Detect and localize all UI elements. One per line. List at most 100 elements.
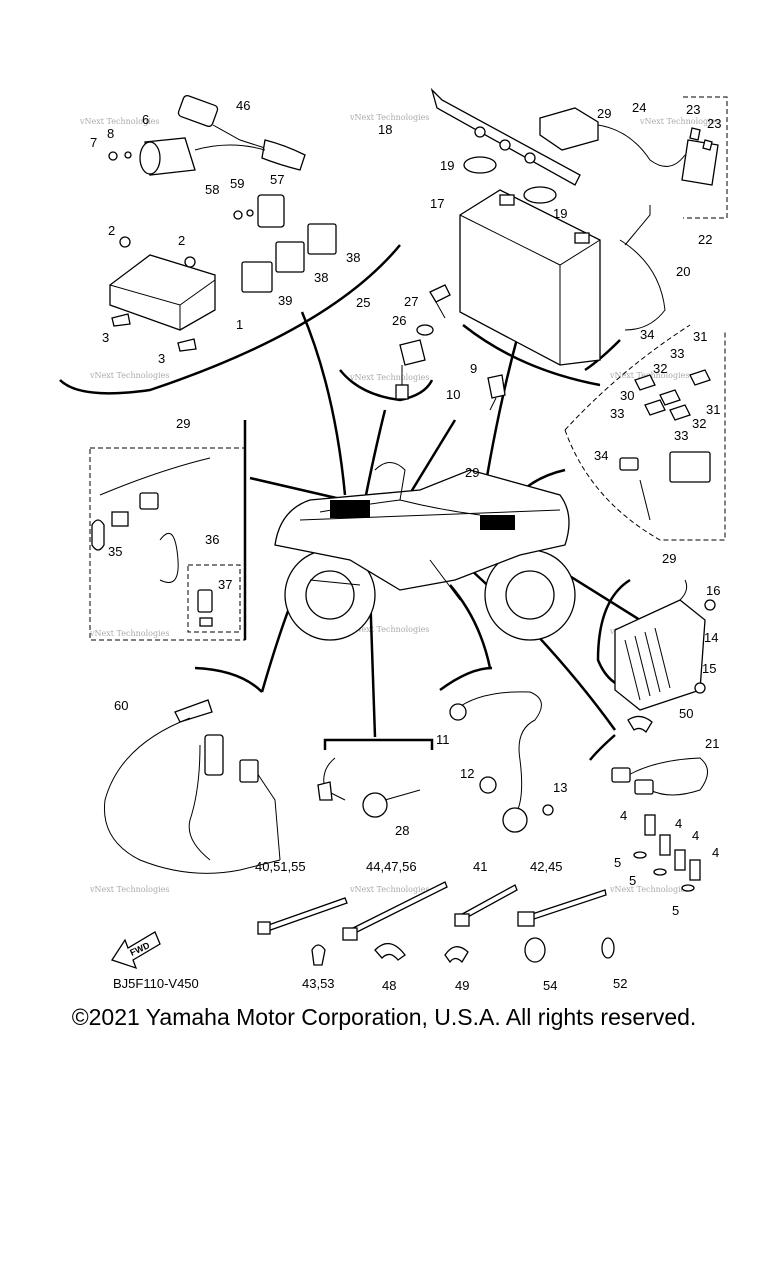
callout-3: 3	[158, 351, 165, 366]
harness-60	[103, 699, 281, 874]
atv-vehicle	[274, 462, 576, 641]
callout-17: 17	[430, 196, 444, 211]
callout-33: 33	[674, 428, 688, 443]
callout-4: 4	[712, 845, 719, 860]
watermark: vNext Technologies	[349, 625, 429, 634]
watermark: vNext Technologies	[609, 885, 689, 894]
callout-labels: 46 6 7 8 58 59 57 2 2 38 38 39 1 3 3 18 …	[90, 98, 721, 993]
callout-41: 41	[473, 859, 487, 874]
callout-28: 28	[395, 823, 409, 838]
callout-32: 32	[653, 361, 667, 376]
callout-29: 29	[465, 465, 479, 480]
callout-48: 48	[382, 978, 396, 993]
callout-31: 31	[706, 402, 720, 417]
callout-23: 23	[686, 102, 700, 117]
coil-group	[108, 94, 306, 228]
watermark: vNext Technologies	[349, 373, 429, 382]
fwd-arrow-icon: FWD	[110, 931, 161, 970]
callout-1: 1	[236, 317, 243, 332]
callout-20: 20	[676, 264, 690, 279]
callout-15: 15	[702, 661, 716, 676]
callout-49: 49	[455, 978, 469, 993]
callout-13: 13	[553, 780, 567, 795]
callout-16: 16	[706, 583, 720, 598]
watermark: vNext Technologies	[89, 371, 169, 380]
watermark: vNext Technologies	[349, 885, 429, 894]
relay-group	[241, 223, 337, 293]
main-switch-group	[395, 284, 506, 411]
rectifier-regulator	[614, 579, 716, 711]
exploded-parts-diagram: vNext Technologies vNext Technologies vN…	[59, 87, 728, 993]
callout-38: 38	[314, 270, 328, 285]
ties-and-clamps	[257, 881, 615, 966]
callout-12: 12	[460, 766, 474, 781]
callout-58: 58	[205, 182, 219, 197]
callout-4: 4	[692, 828, 699, 843]
callout-57: 57	[270, 172, 284, 187]
callout-35: 35	[108, 544, 122, 559]
callout-7: 7	[90, 135, 97, 150]
callout-50: 50	[679, 706, 693, 721]
callout-5: 5	[672, 903, 679, 918]
callout-46: 46	[236, 98, 250, 113]
callout-37: 37	[218, 577, 232, 592]
callout-23: 23	[707, 116, 721, 131]
callout-34: 34	[640, 327, 654, 342]
callout-29: 29	[662, 551, 676, 566]
callout-39: 39	[278, 293, 292, 308]
watermark: vNext Technologies	[89, 885, 169, 894]
fuse-box-group	[619, 369, 711, 521]
callout-30: 30	[620, 388, 634, 403]
watermark: vNext Technologies	[639, 117, 719, 126]
watermark: vNext Technologies	[79, 117, 159, 126]
callout-32: 32	[692, 416, 706, 431]
callout-21: 21	[705, 736, 719, 751]
callout-14: 14	[704, 630, 718, 645]
callout-4: 4	[675, 816, 682, 831]
callout-19: 19	[553, 206, 567, 221]
sensor-11-group	[449, 691, 554, 833]
callout-43-53: 43,53	[302, 976, 335, 991]
callout-6: 6	[142, 112, 149, 127]
callout-38: 38	[346, 250, 360, 265]
callout-25: 25	[356, 295, 370, 310]
callout-59: 59	[230, 176, 244, 191]
callout-8: 8	[107, 126, 114, 141]
callout-29: 29	[176, 416, 190, 431]
callout-2: 2	[108, 223, 115, 238]
callout-9: 9	[470, 361, 477, 376]
callout-31: 31	[693, 329, 707, 344]
watermark: vNext Technologies	[349, 113, 429, 122]
harness-21-group	[611, 715, 708, 892]
sensor-28	[317, 757, 421, 818]
callout-36: 36	[205, 532, 219, 547]
callout-3: 3	[102, 330, 109, 345]
callout-42-45: 42,45	[530, 859, 563, 874]
callout-27: 27	[404, 294, 418, 309]
callout-44-47-56: 44,47,56	[366, 859, 417, 874]
callout-18: 18	[378, 122, 392, 137]
callout-34: 34	[594, 448, 608, 463]
callout-10: 10	[446, 387, 460, 402]
ecu-group	[109, 236, 216, 352]
callout-5: 5	[614, 855, 621, 870]
callout-52: 52	[613, 976, 627, 991]
callout-4: 4	[620, 808, 627, 823]
sub-harness-group	[91, 457, 213, 627]
callout-29: 29	[597, 106, 611, 121]
callout-33: 33	[670, 346, 684, 361]
callout-26: 26	[392, 313, 406, 328]
callout-33: 33	[610, 406, 624, 421]
callout-19: 19	[440, 158, 454, 173]
diagram-code: BJ5F110-V450	[113, 976, 199, 991]
callout-54: 54	[543, 978, 557, 993]
callout-24: 24	[632, 100, 646, 115]
callout-2: 2	[178, 233, 185, 248]
callout-40-51-55: 40,51,55	[255, 859, 306, 874]
callout-11: 11	[436, 732, 450, 747]
watermark: vNext Technologies	[89, 629, 169, 638]
copyright-notice: ©2021 Yamaha Motor Corporation, U.S.A. A…	[71, 1004, 697, 1030]
callout-60: 60	[114, 698, 128, 713]
battery-group	[430, 87, 719, 366]
callout-5: 5	[629, 873, 636, 888]
